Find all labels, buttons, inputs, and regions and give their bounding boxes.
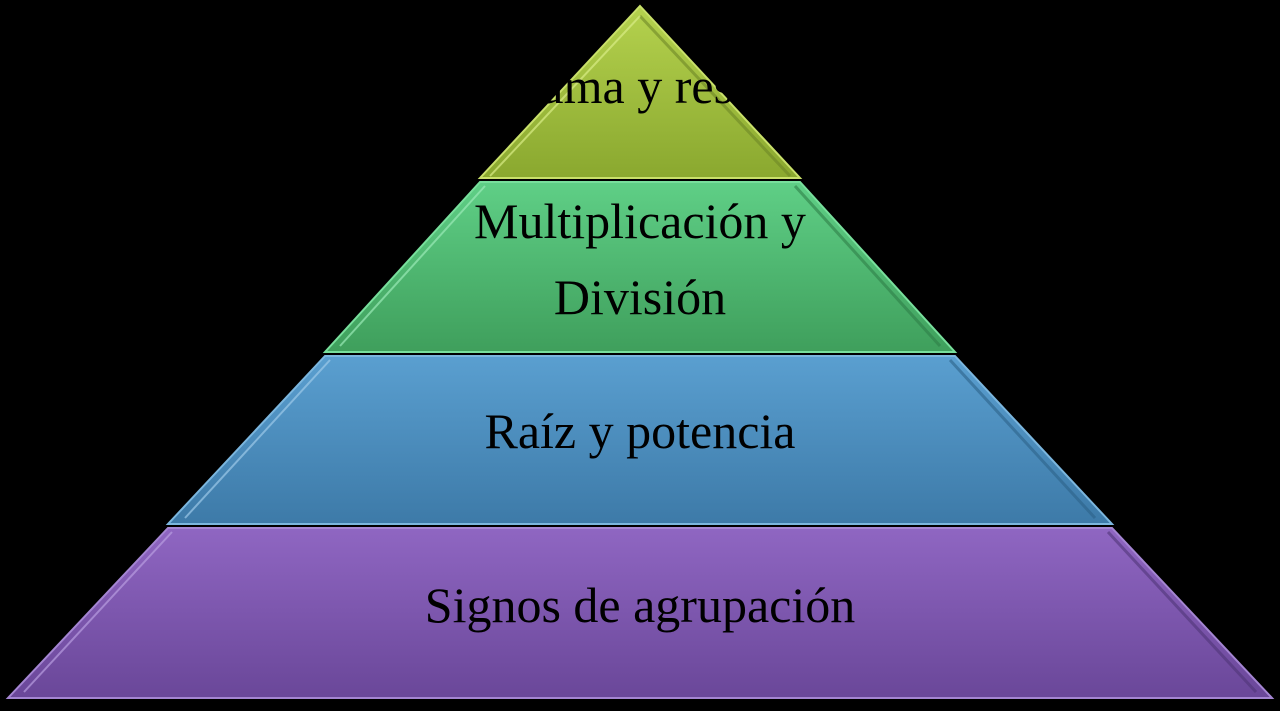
- tier-label-bottom: Signos de agrupación: [425, 577, 855, 633]
- tier-label-second-line-1: Multiplicación y: [474, 193, 806, 249]
- tier-bevel-second-left: [339, 185, 486, 347]
- tier-bevel-bottom-right: [1106, 530, 1258, 694]
- tier-bevel-top-left: [489, 15, 641, 177]
- tier-signos-agrupacion: Signos de agrupación: [5, 527, 1275, 699]
- tier-bevel-third-right: [948, 358, 1097, 520]
- tier-bevel-top: [638, 14, 792, 178]
- tier-label-second-line-2-text: División: [554, 269, 726, 325]
- tier-label-third: Raíz y potencia: [485, 403, 796, 459]
- tier-label-second-line-2: División: [554, 269, 726, 325]
- tier-raiz-potencia: Raíz y potencia: [165, 355, 1115, 525]
- tier-bevel-third-left: [184, 359, 331, 519]
- tier-multiplicacion-division: Multiplicación y División: [322, 181, 958, 353]
- tier-shape-third: [165, 355, 1115, 525]
- tier-label-top: Suma y resta: [511, 58, 769, 114]
- tier-label-second: Multiplicación y: [474, 193, 806, 249]
- tier-bevel-second-right: [793, 184, 942, 348]
- tier-shape-second: [322, 181, 958, 353]
- tier-shape-top: [477, 4, 803, 179]
- tier-bevel-bottom-left: [23, 531, 173, 693]
- tier-suma-resta: Suma y resta: [477, 4, 803, 179]
- tier-shape-bottom: [5, 527, 1275, 699]
